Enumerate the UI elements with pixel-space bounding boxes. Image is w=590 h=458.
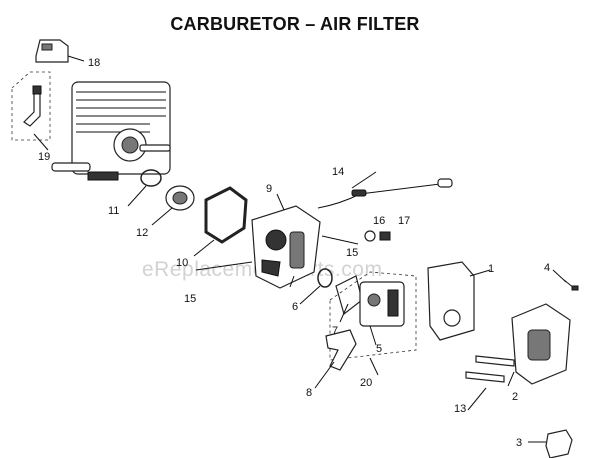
- part-9-airbox-base: [251, 205, 321, 289]
- callout-1: 1: [488, 263, 494, 275]
- part-8-lever: [325, 329, 357, 371]
- callout-15-lower: 15: [184, 293, 196, 305]
- callout-13: 13: [454, 403, 466, 415]
- callout-8: 8: [306, 387, 312, 399]
- part-2-cover: [511, 303, 571, 385]
- part-17-screw: [379, 231, 391, 241]
- part-19-tube: [11, 71, 51, 141]
- callout-2: 2: [512, 391, 518, 403]
- callout-3: 3: [516, 437, 522, 449]
- callout-5: 5: [376, 343, 382, 355]
- callout-10: 10: [176, 257, 188, 269]
- callout-20: 20: [360, 377, 372, 389]
- part-20-group: [329, 271, 417, 361]
- callout-16: 16: [373, 215, 385, 227]
- callout-11: 11: [108, 205, 119, 217]
- leader-lines: [33, 55, 567, 443]
- callout-17: 17: [398, 215, 410, 227]
- part-7-gasket: [335, 275, 363, 316]
- callout-9: 9: [266, 183, 272, 195]
- callout-4: 4: [544, 262, 550, 274]
- part-13-bolts: [465, 355, 515, 383]
- part-15-screws: [195, 235, 359, 271]
- callout-19: 19: [38, 151, 50, 163]
- part-12-boot: [165, 185, 195, 211]
- callout-18: 18: [88, 57, 100, 69]
- part-11-clip: [140, 169, 162, 187]
- part-16-washer: [364, 230, 376, 242]
- part-18-bracket: [35, 39, 69, 63]
- callout-6: 6: [292, 301, 298, 313]
- callout-15-upper: 15: [346, 247, 358, 259]
- callout-7: 7: [332, 325, 338, 337]
- part-3-cube: [545, 429, 573, 458]
- diagram-title: CARBURETOR – AIR FILTER: [170, 14, 420, 34]
- engine-cylinder: [51, 81, 171, 181]
- part-6-oring: [317, 268, 333, 288]
- part-10-gasket: [204, 186, 248, 244]
- part-14-cable: [317, 178, 453, 209]
- callout-14: 14: [332, 166, 344, 178]
- callout-12: 12: [136, 227, 148, 239]
- part-1-filter: [427, 261, 475, 341]
